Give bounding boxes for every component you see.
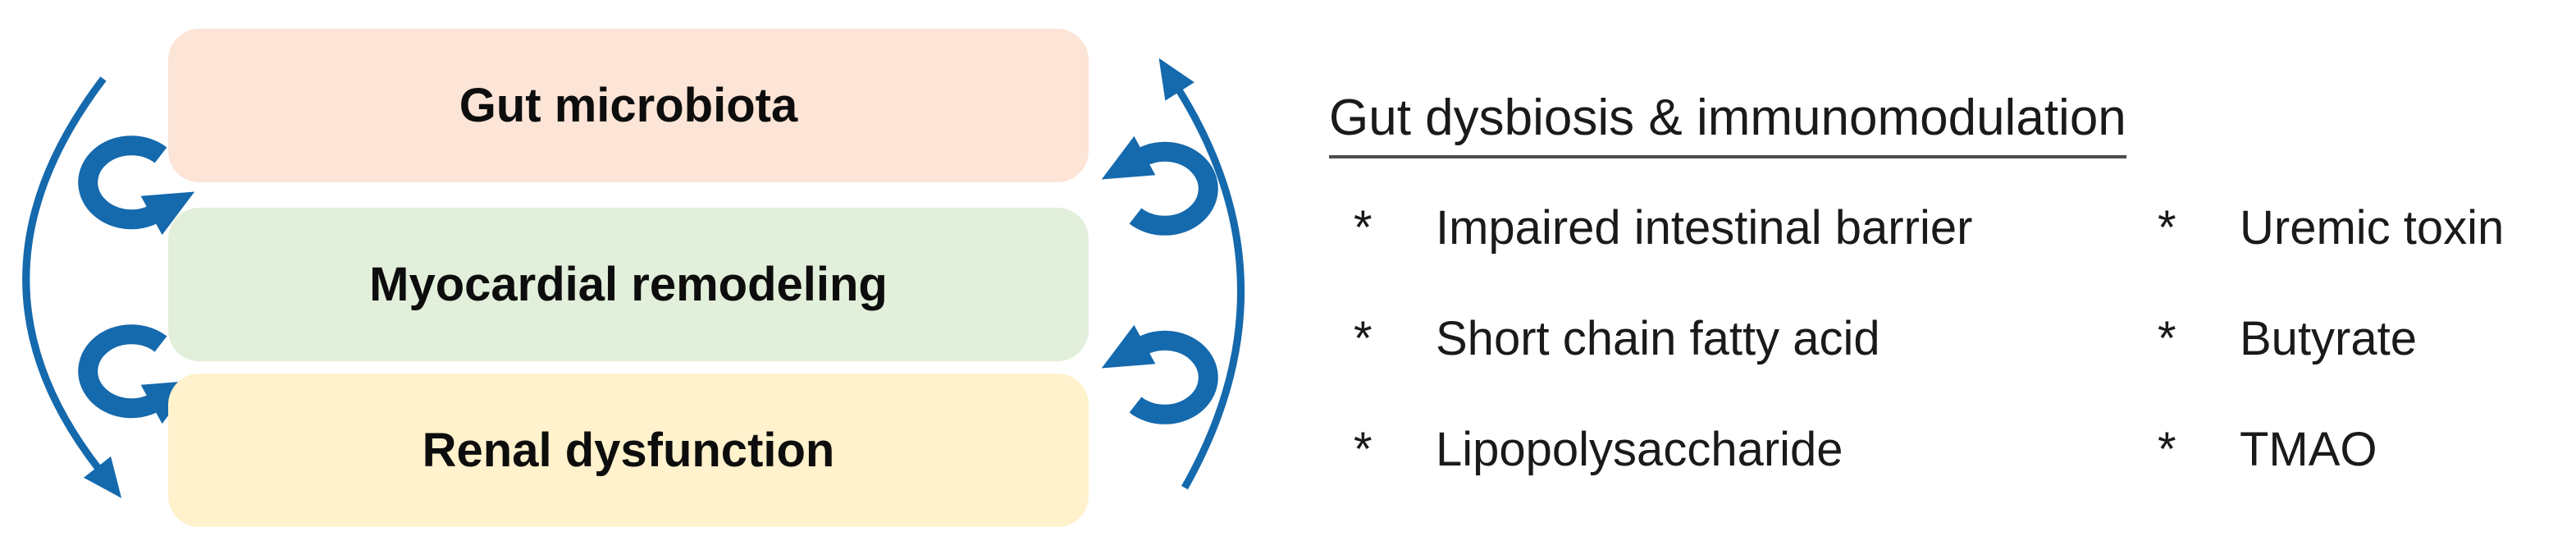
asterisk-bullet-icon: * [1354, 201, 1372, 255]
list-item-text: Short chain fatty acid [1436, 312, 1880, 365]
box-renal-dysfunction-label: Renal dysfunction [422, 424, 835, 477]
right-loop-arrow-top [1101, 135, 1218, 236]
right-outer-cycle-arrow [1158, 57, 1245, 490]
asterisk-bullet-icon: * [1354, 423, 1372, 476]
bullet-column-right: * Uremic toxin * Butyrate * TMAO [2158, 172, 2568, 505]
list-item-text: Impaired intestinal barrier [1436, 201, 1973, 255]
cycle-arrows-layer [22, 57, 1245, 498]
left-outer-cycle-arrow [22, 76, 122, 498]
bullet-list: * Impaired intestinal barrier * Short ch… [1354, 172, 2568, 505]
list-item-text: Uremic toxin [2240, 201, 2505, 255]
list-item: * Short chain fatty acid [1354, 283, 2158, 394]
box-gut-microbiota-label: Gut microbiota [459, 79, 798, 132]
list-item-text: TMAO [2240, 423, 2377, 476]
panel-heading: Gut dysbiosis & immunomodulation [1329, 89, 2126, 158]
box-myocardial-remodeling: Myocardial remodeling [168, 208, 1089, 361]
bullet-column-left: * Impaired intestinal barrier * Short ch… [1354, 172, 2158, 505]
box-gut-microbiota: Gut microbiota [168, 29, 1089, 182]
left-loop-arrow-bottom [78, 324, 195, 424]
list-item: * Butyrate [2158, 283, 2568, 394]
left-loop-arrow-top [78, 135, 195, 236]
list-item: * Uremic toxin [2158, 172, 2568, 283]
asterisk-bullet-icon: * [2158, 201, 2176, 255]
list-item: * TMAO [2158, 394, 2568, 505]
list-item: * Lipopolysaccharide [1354, 394, 2158, 505]
right-loop-arrow-bottom [1101, 324, 1218, 424]
list-item-text: Butyrate [2240, 312, 2417, 365]
list-item: * Impaired intestinal barrier [1354, 172, 2158, 283]
list-item-text: Lipopolysaccharide [1436, 423, 1843, 476]
box-renal-dysfunction: Renal dysfunction [168, 374, 1089, 527]
asterisk-bullet-icon: * [1354, 312, 1372, 365]
asterisk-bullet-icon: * [2158, 423, 2176, 476]
asterisk-bullet-icon: * [2158, 312, 2176, 365]
box-myocardial-remodeling-label: Myocardial remodeling [369, 258, 888, 311]
dysbiosis-panel: Gut dysbiosis & immunomodulation * Impai… [1329, 0, 2576, 555]
